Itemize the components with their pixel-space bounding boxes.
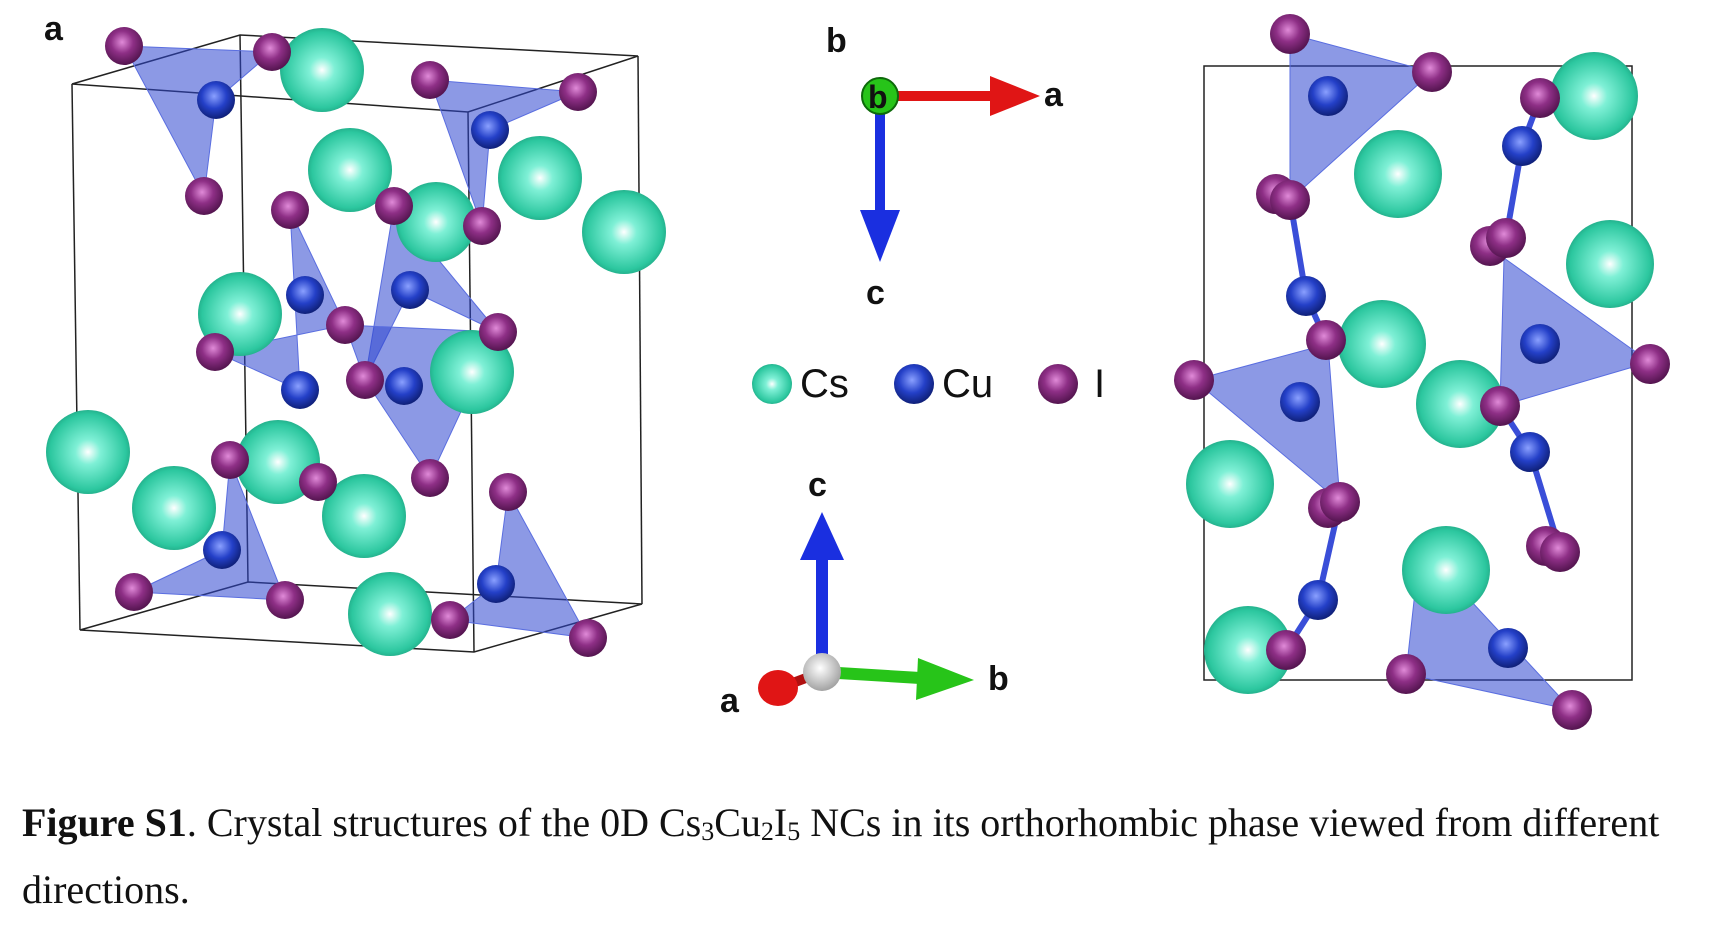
caption-text-cu: Cu: [714, 800, 761, 845]
axis-bottom-c-label: c: [808, 466, 827, 504]
axis-top-center-label: b: [868, 79, 888, 115]
panel-b-label: b: [826, 22, 847, 60]
panel-a: a: [44, 10, 666, 657]
legend-cu-swatch: [894, 364, 934, 404]
axis-top-a-label: a: [1044, 76, 1064, 114]
axis-bottom-a-label: a: [720, 682, 740, 720]
panel-a-label: a: [44, 10, 64, 48]
figure-caption: Figure S1. Crystal structures of the 0D …: [22, 794, 1692, 919]
caption-text-post: NCs in its orthorhombic phase viewed fro…: [22, 800, 1660, 912]
caption-sub-cu: 2: [760, 817, 774, 846]
axis-top-c-label: c: [866, 274, 885, 312]
iodine-atoms-b: [1174, 14, 1670, 730]
caption-sub-cs: 3: [701, 817, 715, 846]
caption-text-pre: . Crystal structures of the 0D Cs: [186, 800, 702, 845]
legend-cu-label: Cu: [942, 362, 993, 406]
legend-i-swatch: [1038, 364, 1078, 404]
caption-text-i: I: [773, 800, 788, 845]
cu-atoms-a: [197, 81, 515, 603]
cu-atoms-b: [1280, 76, 1560, 668]
crystal-structure-figure: a: [44, 10, 1670, 730]
legend-i-label: I: [1094, 362, 1105, 406]
caption-sub-i: 5: [787, 817, 801, 846]
cs-atoms-b: [1186, 52, 1654, 694]
iodine-atoms-a: [105, 27, 607, 657]
legend: Cs Cu I: [752, 362, 1105, 406]
legend-cs-swatch: [752, 364, 792, 404]
caption-figure-number: Figure S1: [22, 800, 187, 845]
axes-bottom: c b a: [720, 466, 1009, 720]
legend-cs-label: Cs: [800, 362, 849, 406]
axes-top: b b a c: [826, 22, 1064, 312]
axis-bottom-b-label: b: [988, 660, 1009, 698]
panel-b: [1174, 14, 1670, 730]
